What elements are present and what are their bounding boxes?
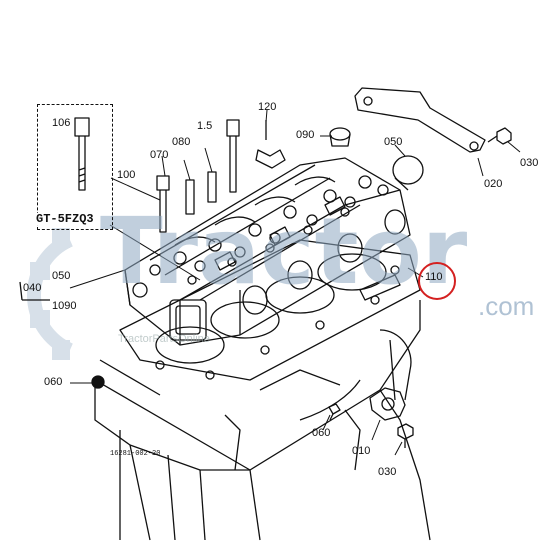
highlight-circle-110	[418, 262, 456, 300]
part-label-070[interactable]: 070	[150, 149, 169, 161]
drawing-number: 16281-002-20	[110, 450, 161, 458]
plug-bottom	[328, 403, 341, 421]
part-label-060-bottom[interactable]: 060	[312, 427, 331, 439]
part-label-090[interactable]: 090	[296, 129, 315, 141]
cylinder-head	[124, 157, 411, 346]
part-label-080[interactable]: 080	[172, 136, 191, 148]
head-bolts	[74, 117, 286, 233]
watermark-tagline: TractorPartsOnline	[118, 333, 210, 345]
watermark-suffix: .com	[478, 291, 535, 321]
part-label-105[interactable]: 1.5	[197, 120, 213, 132]
part-label-060-left[interactable]: 060	[44, 376, 63, 388]
part-label-030-bottom[interactable]: 030	[378, 466, 397, 478]
kit-code-label: GT-5FZQ3	[35, 212, 95, 226]
gear-watermark-icon	[26, 228, 74, 360]
engine-block	[94, 300, 431, 541]
filler-cap	[329, 127, 351, 147]
bolt-top	[487, 127, 512, 145]
part-label-050-top[interactable]: 050	[384, 136, 403, 148]
leader-lines	[69, 109, 521, 456]
part-label-050-left[interactable]: 050	[52, 270, 71, 282]
part-label-040[interactable]: 040	[23, 282, 42, 294]
kit-dashed-box	[37, 104, 113, 230]
watermark-brand: Tractor	[100, 198, 468, 305]
part-label-120[interactable]: 120	[258, 101, 277, 113]
bolt-bottom	[397, 423, 414, 448]
part-label-106[interactable]: 106	[52, 117, 71, 129]
plug-left	[91, 375, 105, 389]
hanger-bracket	[354, 87, 486, 153]
part-label-100[interactable]: 100	[117, 169, 136, 181]
part-label-1090[interactable]: 1090	[52, 300, 77, 312]
plug-top	[392, 155, 424, 191]
part-label-030-top[interactable]: 030	[520, 157, 539, 169]
part-label-010[interactable]: 010	[352, 445, 371, 457]
part-label-020[interactable]: 020	[484, 178, 503, 190]
lifting-eye	[369, 387, 406, 421]
